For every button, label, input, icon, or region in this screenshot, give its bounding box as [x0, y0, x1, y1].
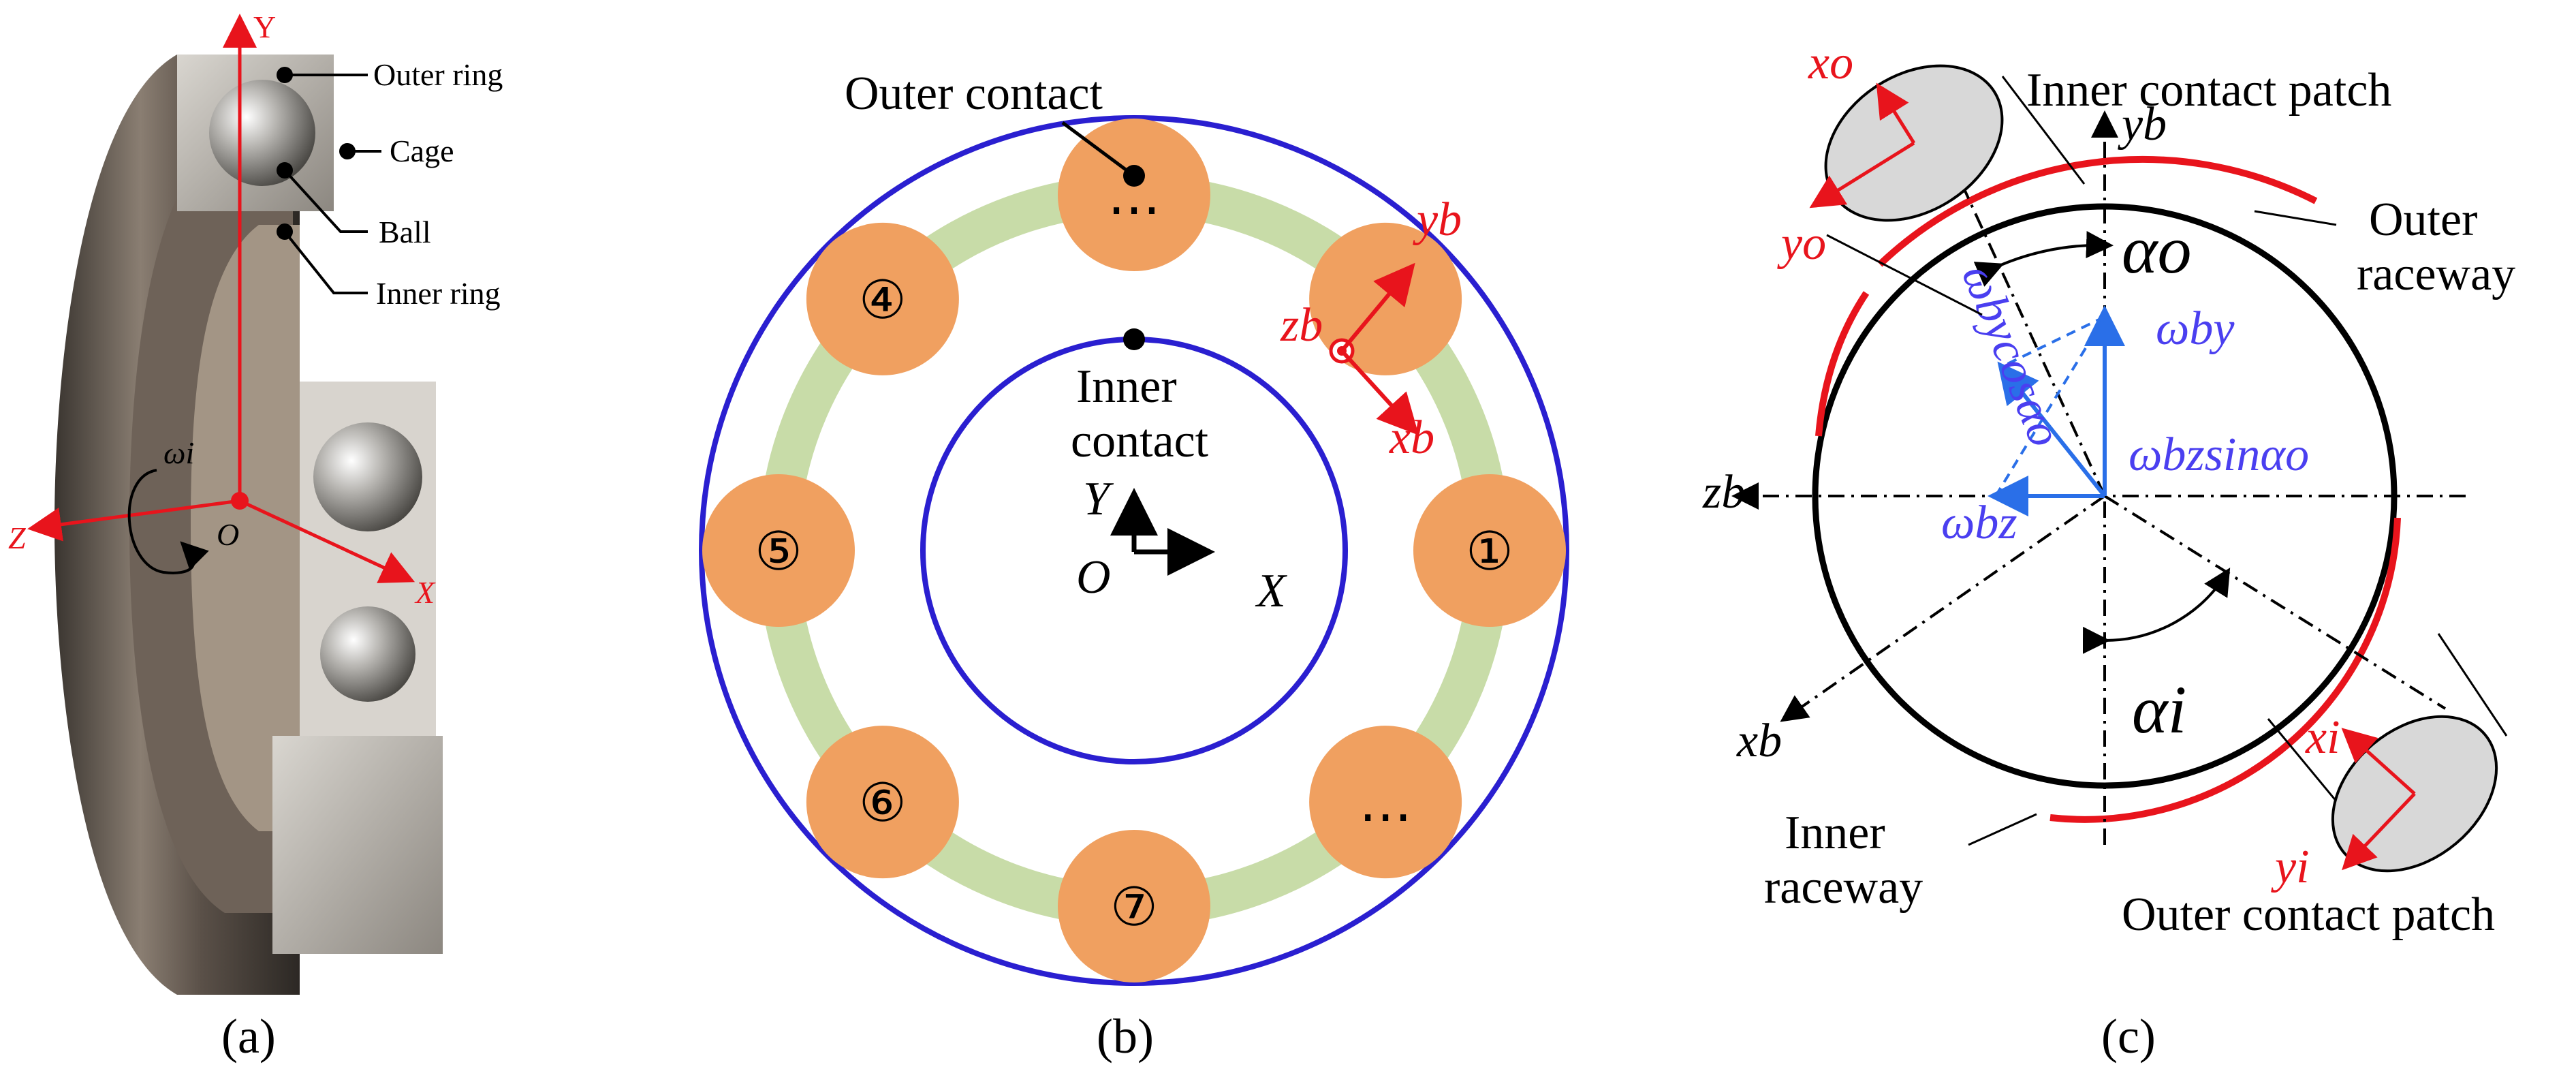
panel-a: Y Z X O ωi Outer ring Cage Ball Inner ri…: [8, 10, 503, 1064]
ball-label-5: ④: [859, 270, 907, 331]
balls-group: ①…⑦⑥⑤④…: [702, 119, 1566, 982]
ball-1: [1309, 726, 1462, 879]
inner-contact-normal: [2103, 495, 2447, 710]
axis-z: [27, 499, 240, 542]
outer-raceway-leader: [2254, 210, 2337, 226]
dash-bz-to-combo: [1994, 315, 2106, 497]
alpha-o-label: αo: [2122, 212, 2192, 288]
axis-xb-label: xb: [1736, 715, 1782, 767]
axis-O-label: O: [1076, 551, 1111, 604]
inner-contact-patch-label: Inner contact patch: [2026, 64, 2391, 117]
bottom-contact-patch: [2267, 633, 2508, 873]
xb-arrow: [1340, 349, 1419, 435]
ball-label-0: ①: [1466, 521, 1513, 583]
alpha-o-arc: [1973, 231, 2114, 287]
outer-contact-leader: [1061, 121, 1135, 178]
ball-4: [702, 474, 855, 627]
xo-label: xo: [1808, 37, 1853, 89]
ball-6: [1058, 119, 1210, 271]
ball-0: [1413, 474, 1566, 627]
axis-X-label: X: [1255, 565, 1288, 617]
xi-label: xi: [2305, 711, 2340, 764]
outer-ring-label: Outer ring: [373, 57, 503, 92]
ball-label-2: ⑦: [1110, 877, 1158, 938]
inner-contact-point: [1123, 328, 1145, 350]
outer-raceway-label-2: raceway: [2357, 248, 2515, 300]
outer-contact-patch-label: Outer contact patch: [2122, 888, 2495, 941]
omega-by-cos-label: ωbycosαo: [1951, 257, 2071, 454]
ball-label-1: …: [1359, 773, 1412, 834]
zb-label: zb: [1280, 299, 1323, 352]
top-contact-patch: [1809, 64, 2086, 316]
inner-raceway-label-2: raceway: [1764, 861, 1923, 914]
inner-ring-leader: [283, 230, 368, 294]
vector-omega-combined: [1997, 361, 2107, 497]
dash-by-to-combo: [1998, 315, 2105, 369]
cut-section-bottom: [272, 736, 443, 954]
inner-contact-label-2: contact: [1071, 415, 1209, 467]
alpha-i-arc: [2082, 568, 2231, 654]
axis-zb-label: zb: [1702, 466, 1745, 518]
omega-label: ωi: [163, 435, 194, 470]
ball-2: [1058, 830, 1210, 982]
ball-label-4: ⑤: [755, 521, 802, 583]
ball-mid: [313, 422, 422, 531]
omega-bz-label: ωbz: [1941, 497, 2017, 549]
inner-contact-label-1: Inner: [1076, 360, 1177, 413]
yi-label: yi: [2271, 841, 2310, 893]
xb-label: xb: [1389, 412, 1434, 464]
ball-5: [806, 222, 959, 375]
rotation-arrow: [127, 469, 209, 574]
alpha-i-label: αi: [2132, 672, 2186, 747]
axis-x-label: X: [414, 575, 436, 610]
origin-dot: [231, 492, 249, 510]
origin-label: O: [217, 517, 239, 552]
axis-Y-label: Y: [1083, 473, 1114, 525]
axis-y-label: Y: [253, 10, 276, 44]
yo-label: yo: [1777, 217, 1826, 270]
outer-contact-normal: [1926, 108, 2106, 497]
ball-top: [209, 80, 315, 186]
outer-raceway-arc-left: [1815, 291, 1870, 437]
ball-low: [320, 606, 415, 702]
omega-bz-sin-label: ωbzsinαo: [2129, 429, 2309, 481]
yb-arrow: [1340, 262, 1415, 352]
yb-label: yb: [1413, 193, 1462, 246]
outer-raceway-circle: [699, 115, 1569, 986]
ball-label-3: ⑥: [859, 773, 907, 834]
inner-face: [191, 225, 300, 831]
panel-c: yb zb xb αo αi ωby ωbz ωbzsinαo ωbycosαo…: [1702, 37, 2515, 1064]
caption-b: (b): [1097, 1009, 1154, 1064]
caption-c: (c): [2101, 1009, 2156, 1064]
axis-yb-label: yb: [2118, 98, 2167, 151]
outer-raceway-label-1: Outer: [2369, 193, 2477, 246]
outer-raceway-arc: [1877, 156, 2318, 267]
ball-label: Ball: [379, 215, 431, 249]
axis-z-label: Z: [8, 521, 26, 555]
inner-ring-label: Inner ring: [376, 276, 501, 311]
omega-by-label: ωby: [2156, 303, 2235, 355]
ball-leader: [283, 169, 368, 233]
outer-contact-label: Outer contact: [845, 67, 1103, 120]
inner-raceway-label-1: Inner: [1785, 807, 1885, 859]
caption-a: (a): [221, 1009, 276, 1064]
cage-label: Cage: [390, 134, 454, 168]
inner-raceway-leader: [1968, 813, 2037, 846]
axis-x: [238, 499, 415, 583]
ball-3: [806, 726, 959, 879]
